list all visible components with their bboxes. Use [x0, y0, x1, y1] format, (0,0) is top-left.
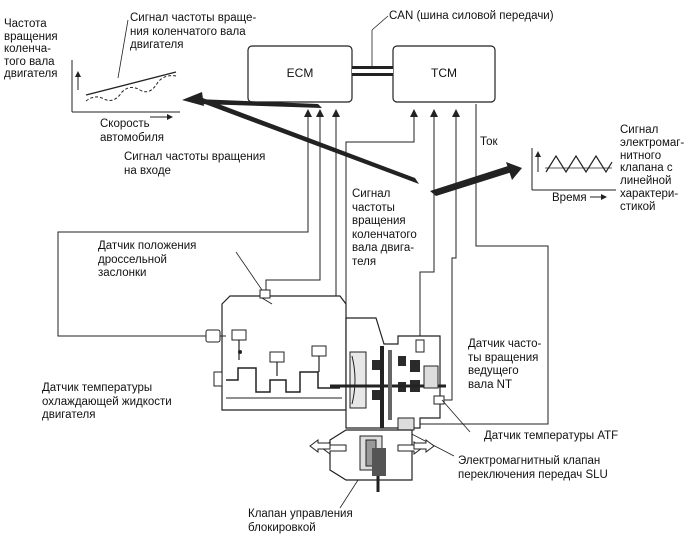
can-bus-label: CAN (шина силовой передачи) [389, 10, 554, 22]
arrowhead-right [506, 162, 522, 180]
engine-speed-graph [71, 19, 180, 120]
input-speed-dashed-curve [85, 75, 177, 102]
flow-arrow-left-2 [309, 439, 331, 453]
lockup-valve-label: Клапан управления блокировкой [248, 508, 353, 534]
solenoid-signal-graph [531, 148, 616, 200]
throttle-sensor-shape [259, 289, 273, 305]
vehicle-speed-axis-label: Скорость автомобиля [100, 118, 165, 144]
tcm-label: TCM [431, 66, 457, 80]
crank-signal-label: Сигнал частоты вращения коленчатого вала… [352, 188, 417, 268]
current-axis-label: Ток [480, 136, 498, 148]
engine-block [213, 295, 347, 411]
triangle-wave [545, 154, 613, 174]
throttle-sensor-label: Датчик положения дроссельной заслонки [98, 240, 197, 279]
nt-sensor-shape [415, 339, 425, 353]
valve-body [309, 429, 435, 509]
coolant-sensor-label: Датчик температуры охлаждающей жидкости … [42, 382, 172, 421]
atf-sensor-label: Датчик температуры ATF [484, 430, 619, 442]
engine-speed-axis-label: Частота вращения коленча- того вала двиг… [4, 18, 58, 80]
flow-arrow-right-2 [413, 439, 435, 453]
ecm-label: ECM [286, 66, 314, 80]
wedge-arrow-ecm [196, 99, 322, 108]
input-speed-signal-label: Сигнал частоты вращения на входе [124, 151, 266, 177]
engine-speed-line [85, 71, 177, 96]
time-axis-label: Время [552, 192, 587, 204]
wedge-arrow-tcm [200, 97, 419, 184]
signal-wiring [57, 104, 549, 428]
slu-solenoid-label: Электромагнитный клапан переключения пер… [458, 455, 608, 481]
engine-speed-signal-label: Сигнал частоты враще- ния коленчатого ва… [130, 12, 257, 51]
coolant-sensor-shape [205, 329, 226, 343]
leader-top-signal [117, 19, 129, 79]
wedge-arrow-solenoid [430, 166, 512, 196]
solenoid-signal-label: Сигнал электромаг- нитного клапана с лин… [620, 124, 685, 213]
can-bus [352, 15, 393, 76]
nt-sensor-label: Датчик часто- ты вращения ведущего вала … [468, 338, 542, 391]
atf-sensor-shape [433, 395, 445, 405]
transmission [330, 317, 446, 429]
arrowhead-left [182, 92, 204, 106]
